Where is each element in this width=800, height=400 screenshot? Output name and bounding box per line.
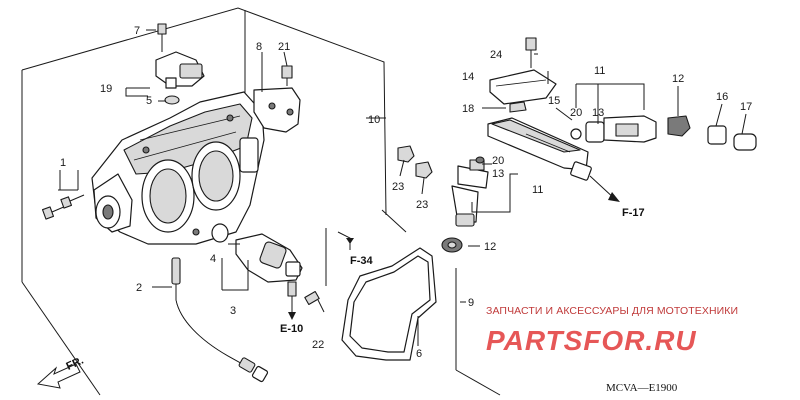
fuel-rail <box>487 117 592 181</box>
collar-and-sleeve <box>707 125 757 151</box>
screw-set <box>41 170 85 220</box>
throttle-cable <box>152 257 269 383</box>
throttle-body <box>91 91 265 245</box>
part-labels: 7 19 5 8 21 10 1 4 2 3 22 23 23 6 9 12 1… <box>60 25 752 360</box>
seal-ring-lower <box>441 237 463 253</box>
label-part-17: 17 <box>740 101 752 113</box>
label-part-9: 9 <box>468 297 474 309</box>
nut-pair <box>397 145 433 179</box>
label-part-11-upper: 11 <box>594 65 605 77</box>
label-part-23-lower: 23 <box>416 199 428 211</box>
label-part-24: 24 <box>490 49 502 61</box>
label-part-20-upper: 20 <box>570 107 582 119</box>
label-part-7: 7 <box>134 25 140 37</box>
label-part-19: 19 <box>100 83 112 95</box>
throttle-position-sensor <box>211 223 303 297</box>
leader-lines <box>146 29 747 303</box>
label-part-13-upper: 13 <box>592 107 604 119</box>
label-part-8: 8 <box>256 41 262 53</box>
ref-label-f34: F-34 <box>350 255 374 267</box>
label-part-5: 5 <box>146 95 152 107</box>
rail-cover <box>489 37 557 113</box>
label-part-16: 16 <box>716 91 728 103</box>
label-part-3: 3 <box>230 305 236 317</box>
ref-label-f17: F-17 <box>622 207 645 219</box>
throttle-gasket <box>341 247 437 361</box>
label-part-22: 22 <box>312 339 324 351</box>
ref-arrow-f17 <box>589 175 620 202</box>
watermark: ЗАПЧАСТИ И АКСЕССУАРЫ ДЛЯ МОТОТЕХНИКИ PA… <box>486 305 738 356</box>
fuel-injector-upper <box>570 115 657 143</box>
assembly-boundary <box>21 7 501 396</box>
label-part-20-lower: 20 <box>492 155 504 167</box>
diagram-code: MCVA—E1900 <box>606 382 678 394</box>
label-part-1: 1 <box>60 157 66 169</box>
bracket <box>253 65 301 133</box>
watermark-subtitle: ЗАПЧАСТИ И АКСЕССУАРЫ ДЛЯ МОТОТЕХНИКИ <box>486 305 738 317</box>
label-part-14: 14 <box>462 71 474 83</box>
label-part-6: 6 <box>416 348 422 360</box>
label-part-21: 21 <box>278 41 290 53</box>
label-part-15: 15 <box>548 95 560 107</box>
watermark-brand: PARTSFOR.RU <box>486 325 697 356</box>
seal-ring-upper <box>667 115 691 137</box>
label-part-13-lower: 13 <box>492 168 504 180</box>
label-part-18: 18 <box>462 103 474 115</box>
label-part-11-lower: 11 <box>532 184 543 196</box>
reference-labels: F-34 F-17 E-10 <box>280 207 645 335</box>
label-part-2: 2 <box>136 282 142 294</box>
label-part-23-upper: 23 <box>392 181 404 193</box>
ref-label-e10: E-10 <box>280 323 303 335</box>
label-part-12-upper: 12 <box>672 73 684 85</box>
front-direction-arrow <box>36 363 81 389</box>
map-sensor <box>125 23 205 105</box>
bolt <box>304 290 325 313</box>
label-part-12-lower: 12 <box>484 241 496 253</box>
fuel-injector-lower <box>451 156 489 227</box>
ref-arrow-e10 <box>288 296 296 320</box>
ref-arrow-f34 <box>325 228 354 286</box>
label-part-4: 4 <box>210 253 216 265</box>
label-part-10: 10 <box>368 114 380 126</box>
